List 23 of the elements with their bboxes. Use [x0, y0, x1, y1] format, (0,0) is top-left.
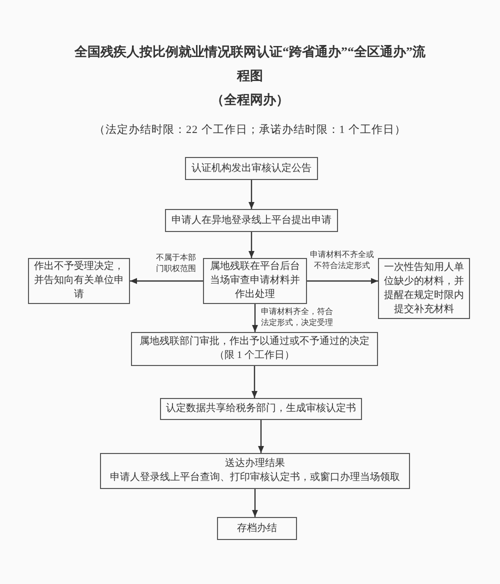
arrow — [130, 278, 203, 284]
process-box: 认定数据共享给税务部门，生成审核认定书 — [160, 398, 362, 420]
arrow — [252, 489, 258, 517]
process-box: 一次性告知用人单位缺少的材料，并提醒在规定时限内提交补充材料 — [378, 258, 470, 319]
edge-label: 申请材料不齐全或不符合法定形式 — [309, 249, 375, 271]
time-limit-note: （法定办结时限：22 个工作日；承诺办结时限：1 个工作日） — [93, 122, 407, 137]
process-box: 作出不予受理决定，并告知向有关单位申请 — [28, 258, 130, 304]
process-box: 认证机构发出审核认定公告 — [185, 157, 318, 180]
arrow — [248, 232, 254, 258]
process-box: 送达办理结果 申请人登录线上平台查询、打印审核认定书，或窗口办理当场领取 — [100, 453, 410, 489]
arrow — [248, 180, 254, 209]
process-box: 存档办结 — [217, 517, 297, 540]
arrow — [252, 304, 258, 332]
arrow — [307, 278, 378, 284]
arrow — [258, 420, 264, 453]
process-box: 属地残联部门审批，作出予以通过或不予通过的决定（限 1 个工作日） — [131, 332, 378, 366]
edge-label: 申请材料齐全，符合法定形式，决定受理 — [261, 306, 333, 328]
subtitle: （全程网办） — [210, 91, 290, 109]
arrow — [252, 366, 258, 398]
edge-label: 不属于本部门职权范围 — [154, 252, 198, 274]
title: 全国残疾人按比例就业情况联网认证“跨省通办”“全区通办”流程图 — [74, 43, 426, 85]
process-box: 属地残联在平台后台当场审查申请材料并作出处理 — [203, 258, 307, 304]
process-box: 申请人在异地登录线上平台提出申请 — [165, 209, 338, 232]
